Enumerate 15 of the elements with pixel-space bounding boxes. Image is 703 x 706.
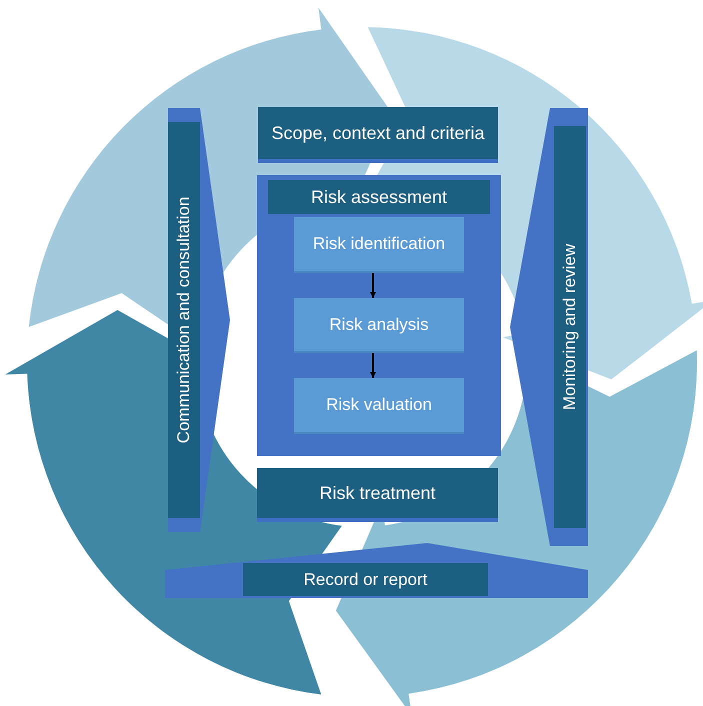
band-label: Record or report [243,563,488,596]
process-box: Risk identification [294,217,464,273]
chevron-band [165,543,588,598]
chevron-band [510,108,588,546]
arrow [370,353,376,378]
arrow [370,273,376,298]
chevron-band [168,108,230,532]
band-label: Communication and consultation [168,122,200,518]
band-label: Monitoring and review [554,126,586,528]
process-box: Scope, context and criteria [258,107,498,163]
process-box: Risk analysis [294,298,464,353]
section-heading: Risk assessment [268,180,490,214]
process-box: Risk valuation [294,378,464,434]
process-container [257,175,501,456]
process-box: Risk treatment [257,468,498,522]
